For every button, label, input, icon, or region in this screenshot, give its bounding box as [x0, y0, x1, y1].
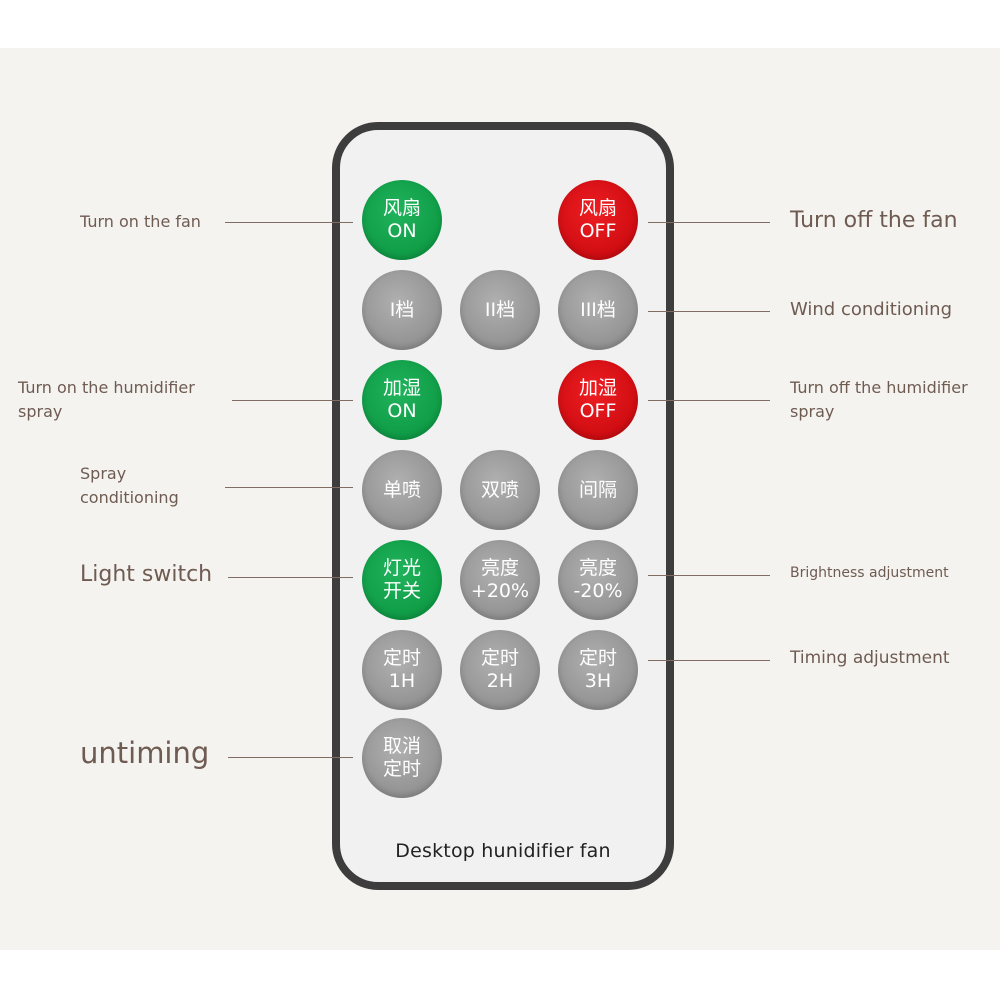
fan-off-button[interactable]: 风扇 OFF [558, 180, 638, 260]
remote-control: 风扇 ON 风扇 OFF I档 II档 III档 加湿 ON 加湿 OFF 单喷… [332, 122, 674, 890]
humidifier-on-label-2: ON [387, 400, 417, 422]
leader-line-wind [648, 311, 770, 312]
annotation-light-switch: Light switch [80, 562, 213, 587]
spray-single-button[interactable]: 单喷 [362, 450, 442, 530]
brightness-up-label-2: +20% [470, 580, 530, 602]
leader-line-timing [648, 660, 770, 661]
annotation-timing-adjustment: Timing adjustment [790, 648, 950, 668]
annotation-humidifier-off: Turn off the humidifier spray [790, 376, 968, 424]
annotation-spray-line2: conditioning [80, 488, 179, 507]
annotation-humidifier-on: Turn on the humidifier spray [18, 376, 195, 424]
annotation-humidifier-on-line1: Turn on the humidifier [18, 378, 195, 397]
annotation-turn-off-fan: Turn off the fan [790, 208, 958, 233]
humidifier-on-button[interactable]: 加湿 ON [362, 360, 442, 440]
fan-on-label-1: 风扇 [382, 197, 421, 219]
timer-2h-label-1: 定时 [480, 647, 519, 669]
annotation-wind-conditioning: Wind conditioning [790, 299, 953, 320]
annotation-humidifier-off-line2: spray [790, 402, 835, 421]
timer-3h-label-2: 3H [584, 670, 612, 692]
leader-line-brightness [648, 575, 770, 576]
wind-level-3-label: III档 [580, 298, 616, 321]
fan-on-button[interactable]: 风扇 ON [362, 180, 442, 260]
annotation-brightness-adjustment: Brightness adjustment [790, 565, 949, 581]
wind-level-3-button[interactable]: III档 [558, 270, 638, 350]
leader-line-humidifier-on [232, 400, 353, 401]
timer-2h-label-2: 2H [486, 670, 514, 692]
light-switch-button[interactable]: 灯光 开关 [362, 540, 442, 620]
brightness-up-button[interactable]: 亮度 +20% [460, 540, 540, 620]
wind-level-1-button[interactable]: I档 [362, 270, 442, 350]
wind-level-2-label: II档 [484, 298, 516, 321]
annotation-turn-on-fan: Turn on the fan [80, 212, 201, 231]
timer-1h-label-2: 1H [388, 670, 416, 692]
annotation-spray-line1: Spray [80, 464, 127, 483]
wind-level-1-label: I档 [389, 298, 415, 321]
fan-off-label-2: OFF [579, 220, 617, 242]
leader-line-untiming [228, 757, 353, 758]
leader-line-humidifier-off [648, 400, 770, 401]
leader-line-fan-on [225, 222, 353, 223]
spray-double-button[interactable]: 双喷 [460, 450, 540, 530]
annotation-untiming: untiming [80, 736, 210, 770]
annotation-spray-conditioning: Spray conditioning [80, 462, 179, 510]
fan-off-label-1: 风扇 [578, 197, 617, 219]
brightness-down-label-1: 亮度 [578, 557, 617, 579]
cancel-timer-label-1: 取消 [382, 735, 421, 757]
wind-level-2-button[interactable]: II档 [460, 270, 540, 350]
timer-3h-label-1: 定时 [578, 647, 617, 669]
humidifier-on-label-1: 加湿 [382, 377, 421, 399]
humidifier-off-label-2: OFF [579, 400, 617, 422]
brightness-down-button[interactable]: 亮度 -20% [558, 540, 638, 620]
brightness-up-label-1: 亮度 [480, 557, 519, 579]
remote-label: Desktop hunidifier fan [395, 840, 611, 862]
light-switch-label-2: 开关 [382, 580, 421, 602]
timer-1h-button[interactable]: 定时 1H [362, 630, 442, 710]
leader-line-light-switch [228, 577, 353, 578]
humidifier-off-label-1: 加湿 [578, 377, 617, 399]
leader-line-spray [225, 487, 353, 488]
timer-1h-label-1: 定时 [382, 647, 421, 669]
annotation-humidifier-off-line1: Turn off the humidifier [790, 378, 968, 397]
annotation-humidifier-on-line2: spray [18, 402, 63, 421]
timer-3h-button[interactable]: 定时 3H [558, 630, 638, 710]
spray-single-label: 单喷 [382, 478, 421, 501]
timer-2h-button[interactable]: 定时 2H [460, 630, 540, 710]
fan-on-label-2: ON [387, 220, 417, 242]
humidifier-off-button[interactable]: 加湿 OFF [558, 360, 638, 440]
cancel-timer-button[interactable]: 取消 定时 [362, 718, 442, 798]
brightness-down-label-2: -20% [573, 580, 623, 602]
cancel-timer-label-2: 定时 [382, 758, 421, 780]
light-switch-label-1: 灯光 [382, 557, 421, 579]
leader-line-fan-off [648, 222, 770, 223]
spray-interval-label: 间隔 [578, 478, 617, 501]
spray-double-label: 双喷 [480, 478, 519, 501]
spray-interval-button[interactable]: 间隔 [558, 450, 638, 530]
